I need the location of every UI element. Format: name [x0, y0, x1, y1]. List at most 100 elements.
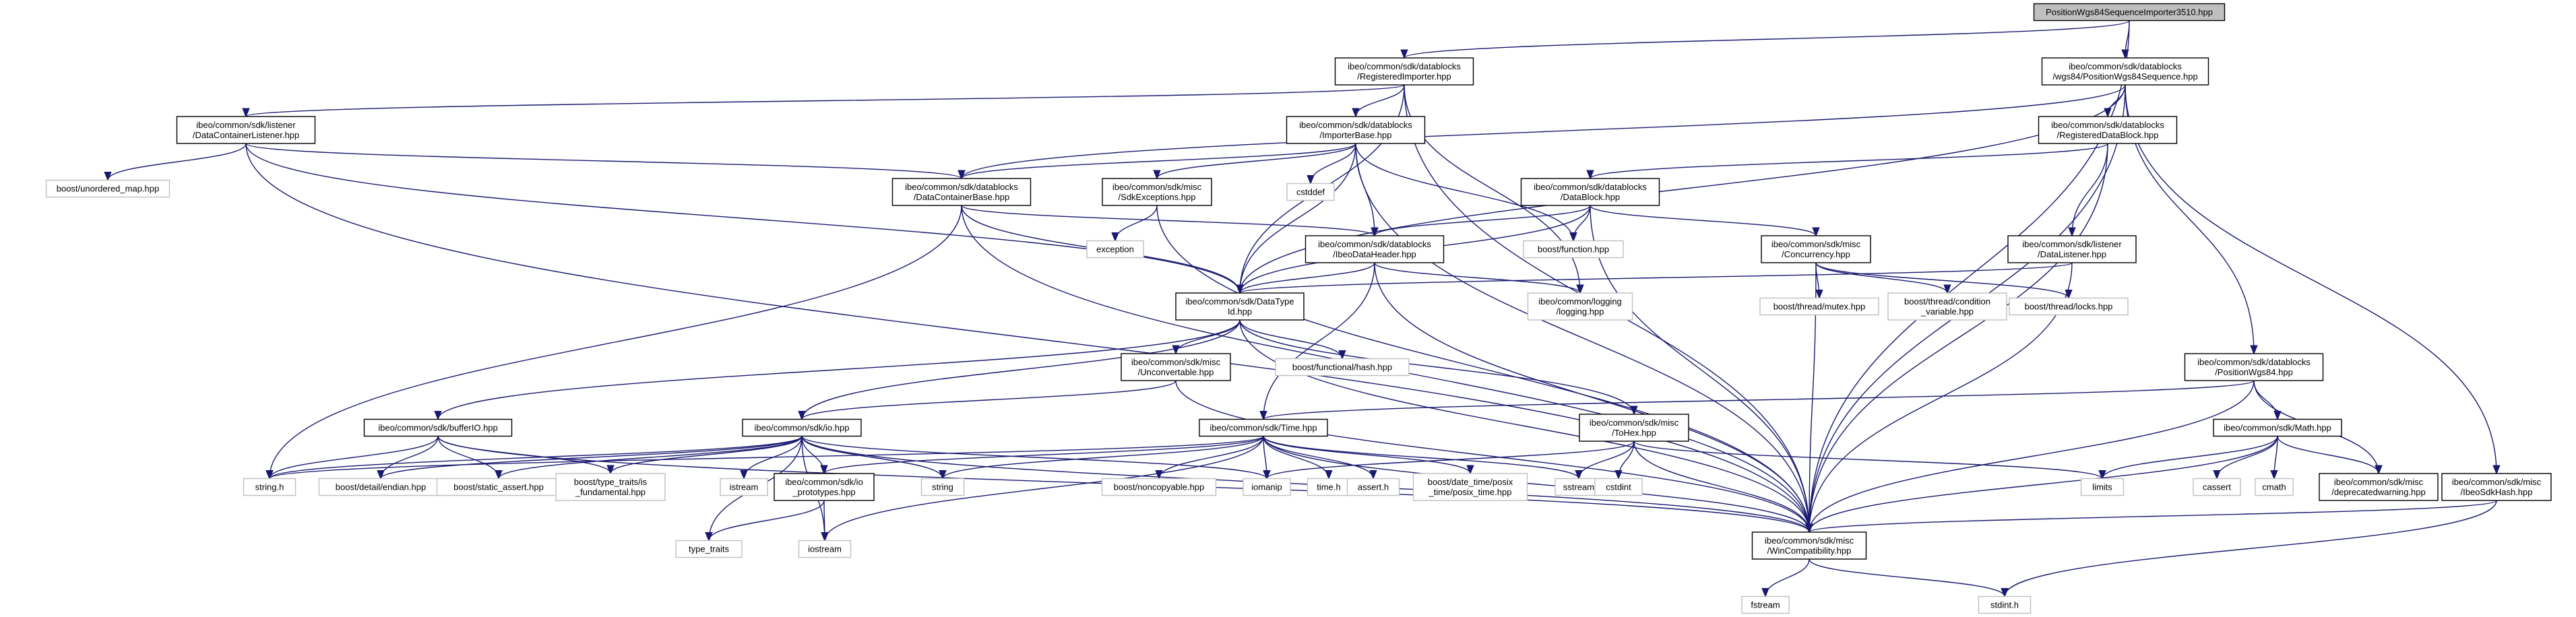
- node-box: [2009, 297, 2129, 316]
- node-label: /deprecatedwarning.hpp: [2331, 487, 2426, 497]
- node-regdb[interactable]: ibeo/common/sdk/datablocks/RegisteredDat…: [2038, 116, 2178, 144]
- edge-math-to-deprecated: [2277, 436, 2379, 474]
- node-label: /IbeoDataHeader.hpp: [1333, 249, 1416, 259]
- node-box: [1741, 595, 1790, 614]
- node-deprecated[interactable]: ibeo/common/sdk/misc/deprecatedwarning.h…: [2319, 473, 2439, 501]
- node-label: type_traits: [689, 544, 729, 554]
- node-bufferio[interactable]: ibeo/common/sdk/bufferIO.hpp: [363, 418, 513, 437]
- node-condvar: boost/thread/condition_variable.hpp: [1887, 292, 2007, 321]
- node-label: /RegisteredDataBlock.hpp: [2056, 130, 2158, 140]
- node-box: [243, 478, 296, 496]
- node-exception: exception: [1086, 240, 1144, 259]
- edge-io-to-iomanip: [801, 435, 1267, 480]
- node-label: boost/thread/mutex.hpp: [1773, 302, 1866, 312]
- node-ibeoheader[interactable]: ibeo/common/sdk/datablocks/IbeoDataHeade…: [1305, 235, 1445, 263]
- edge-time-to-ioproto: [824, 435, 1264, 474]
- node-label: ibeo/common/sdk/io.hpp: [755, 423, 850, 433]
- edge-time-to-wincompat: [1263, 436, 1809, 533]
- node-tohex[interactable]: ibeo/common/sdk/misc/ToHex.hpp: [1579, 414, 1689, 442]
- node-box: [1101, 478, 1217, 496]
- node-concurrency[interactable]: ibeo/common/sdk/misc/Concurrency.hpp: [1761, 235, 1871, 263]
- edge-bufferio-to-stringh: [270, 436, 439, 479]
- node-label: boost/date_time/posix: [1428, 477, 1513, 487]
- node-dlistener[interactable]: ibeo/common/sdk/listener/DataListener.hp…: [2007, 235, 2137, 263]
- node-string: string: [920, 478, 965, 496]
- node-box: [742, 418, 862, 437]
- node-box: [1412, 473, 1528, 501]
- edge-sdkhash-to-stdinth: [2005, 500, 2497, 597]
- node-label: /RegisteredImporter.hpp: [1357, 71, 1451, 82]
- edge-ibeoheader-to-logging: [1374, 262, 1580, 294]
- edge-pwseq-to-sdkhash: [2125, 84, 2496, 474]
- node-label: /ImporterBase.hpp: [1320, 130, 1392, 140]
- node-mutex: boost/thread/mutex.hpp: [1759, 297, 1879, 316]
- node-label: boost/noncopyable.hpp: [1114, 482, 1204, 492]
- node-logging: ibeo/common/logging/logging.hpp: [1527, 292, 1633, 321]
- node-label: ibeo/common/sdk/datablocks: [2069, 61, 2182, 71]
- edge-impbase-to-dcbase: [962, 143, 1356, 179]
- node-posixtime: boost/date_time/posix_time/posix_time.hp…: [1412, 473, 1528, 501]
- node-box: [2213, 418, 2342, 437]
- node-box: [436, 478, 561, 496]
- node-root[interactable]: PositionWgs84SequenceImporter3510.hpp: [2033, 3, 2226, 22]
- node-label: boost/thread/locks.hpp: [2025, 302, 2113, 312]
- node-box: [2041, 57, 2209, 86]
- node-unconvert[interactable]: ibeo/common/sdk/misc/Unconvertable.hpp: [1121, 353, 1231, 381]
- node-label: ibeo/common/sdk/misc: [1112, 182, 1202, 192]
- nodes-layer: PositionWgs84SequenceImporter3510.hpp ibe…: [45, 3, 2552, 614]
- node-label: ibeo/common/sdk/misc: [2334, 477, 2424, 487]
- node-box: [1346, 478, 1400, 496]
- node-math[interactable]: ibeo/common/sdk/Math.hpp: [2213, 418, 2342, 437]
- edge-tohex-to-cstdint: [1619, 441, 1635, 479]
- node-label: /wgs84/PositionWgs84Sequence.hpp: [2052, 71, 2197, 82]
- node-pwseq[interactable]: ibeo/common/sdk/datablocks/wgs84/Positio…: [2041, 57, 2209, 86]
- node-funchash: boost/functional/hash.hpp: [1275, 358, 1410, 377]
- edge-datablock-to-boostfunc: [1573, 205, 1591, 241]
- node-label: istream: [730, 482, 759, 492]
- node-sdkhash[interactable]: ibeo/common/sdk/misc/IbeoSdkHash.hpp: [2441, 473, 2552, 501]
- node-label: /DataContainerBase.hpp: [914, 192, 1009, 202]
- node-sdkexc[interactable]: ibeo/common/sdk/misc/SdkExceptions.hpp: [1102, 178, 1212, 206]
- node-label: /Unconvertable.hpp: [1138, 367, 1214, 377]
- node-box: [1199, 418, 1328, 437]
- node-box: [1751, 531, 1867, 560]
- node-ioproto[interactable]: ibeo/common/sdk/io_prototypes.hpp: [774, 473, 875, 501]
- node-cmath: cmath: [2255, 478, 2294, 496]
- edge-io-to-endian: [381, 436, 803, 479]
- edge-ibeoheader-to-datatypeid: [1240, 262, 1375, 294]
- node-label: boost/type_traits/is: [574, 477, 648, 487]
- edge-unconvert-to-wincompat: [1175, 380, 1809, 532]
- node-label: cmath: [2262, 482, 2286, 492]
- node-label: fstream: [1751, 600, 1780, 610]
- node-time[interactable]: ibeo/common/sdk/Time.hpp: [1199, 418, 1328, 437]
- node-impbase[interactable]: ibeo/common/sdk/datablocks/ImporterBase.…: [1286, 116, 1426, 144]
- node-dcbase[interactable]: ibeo/common/sdk/datablocks/DataContainer…: [891, 178, 1032, 206]
- node-poswgs[interactable]: ibeo/common/sdk/datablocks/PositionWgs84…: [2184, 353, 2324, 381]
- node-box: [176, 116, 316, 144]
- edge-poswgs-to-wincompat: [1809, 380, 2255, 532]
- node-box: [2255, 478, 2294, 496]
- edge-io-to-stringh: [270, 435, 803, 480]
- node-box: [1759, 297, 1879, 316]
- node-label: _fundamental.hpp: [575, 487, 646, 497]
- node-stdinth: stdint.h: [1978, 595, 2032, 614]
- node-noncopy: boost/noncopyable.hpp: [1101, 478, 1217, 496]
- node-regimp[interactable]: ibeo/common/sdk/datablocks/RegisteredImp…: [1334, 57, 1474, 86]
- edge-time-to-posixtime: [1263, 436, 1470, 474]
- node-wincompat[interactable]: ibeo/common/sdk/misc/WinCompatibility.hp…: [1751, 531, 1867, 560]
- node-box: [1523, 240, 1624, 259]
- node-label: cstdint: [1606, 482, 1631, 492]
- edge-datablock-to-wincompat: [1590, 205, 1809, 532]
- node-unordered: boost/unordered_map.hpp: [45, 179, 170, 198]
- edge-dclistener-to-dcbase: [245, 143, 962, 179]
- node-label: iomanip: [1251, 482, 1282, 492]
- node-asserth: assert.h: [1346, 478, 1400, 496]
- node-label: ibeo/common/logging: [1538, 296, 1622, 306]
- edge-concurrency-to-locks: [1815, 262, 2069, 298]
- node-box: [798, 540, 852, 558]
- node-dclistener[interactable]: ibeo/common/sdk/listener/DataContainerLi…: [176, 116, 316, 144]
- node-io[interactable]: ibeo/common/sdk/io.hpp: [742, 418, 862, 437]
- node-datablock[interactable]: ibeo/common/sdk/datablocks/DataBlock.hpp: [1520, 178, 1660, 206]
- node-label: ibeo/common/sdk/datablocks: [1534, 182, 1647, 192]
